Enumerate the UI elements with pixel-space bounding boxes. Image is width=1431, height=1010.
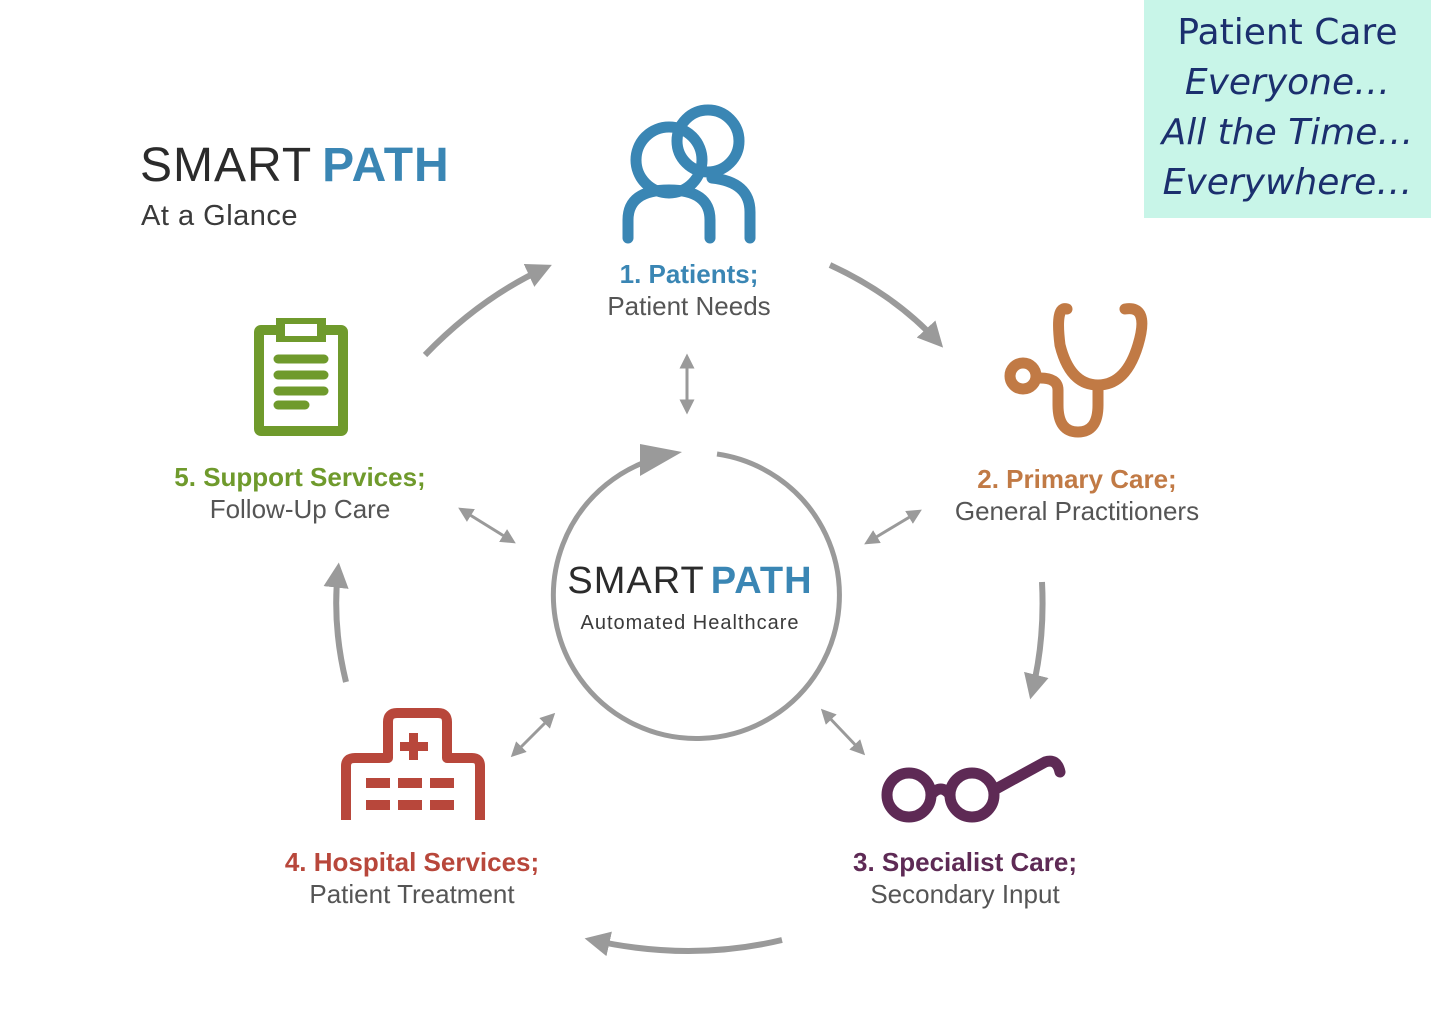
connector-3 xyxy=(820,708,866,756)
cycle-arrow-1-to-2 xyxy=(828,262,944,348)
cycle-arrow-5-to-1 xyxy=(422,263,552,358)
step-title: 2. Primary Care; xyxy=(977,464,1177,494)
center-word-path: PATH xyxy=(710,560,813,602)
cycle-arrow-2-to-3 xyxy=(1024,581,1049,700)
step-subtitle: Secondary Input xyxy=(870,879,1060,909)
step-hospital-services: 4. Hospital Services; Patient Treatment xyxy=(262,846,562,910)
connector-2 xyxy=(864,509,922,545)
brand-subtitle: At a Glance xyxy=(141,200,299,232)
patients-icon xyxy=(622,104,756,244)
clipboard-icon xyxy=(254,318,348,436)
step-support-services: 5. Support Services; Follow-Up Care xyxy=(160,461,440,525)
step-specialist-care: 3. Specialist Care; Secondary Input xyxy=(835,846,1095,910)
step-subtitle: Follow-Up Care xyxy=(209,494,391,524)
step-title: 1. Patients; xyxy=(619,259,759,289)
step-title: 5. Support Services; xyxy=(174,462,426,492)
brand-word-smart: SMART xyxy=(140,139,313,192)
center-word-smart: SMART xyxy=(567,560,705,602)
tagline-line-4: Everywhere… xyxy=(1162,162,1413,203)
tagline-line-2: Everyone… xyxy=(1184,62,1391,103)
step-patients: 1. Patients; Patient Needs xyxy=(589,258,789,322)
tagline-line-1: Patient Care xyxy=(1177,12,1398,53)
center-subtitle: Automated Healthcare xyxy=(580,612,800,634)
connector-4 xyxy=(510,712,556,758)
step-subtitle: Patient Treatment xyxy=(309,879,515,909)
step-primary-care: 2. Primary Care; General Practitioners xyxy=(937,463,1217,527)
step-subtitle: General Practitioners xyxy=(954,496,1200,526)
step-subtitle: Patient Needs xyxy=(607,291,771,321)
cycle-arrow-4-to-5 xyxy=(323,562,349,683)
glasses-icon xyxy=(881,755,1066,823)
center-circle xyxy=(550,451,842,742)
brand-word-path: PATH xyxy=(322,139,450,192)
step-title: 4. Hospital Services; xyxy=(284,847,540,877)
hospital-icon xyxy=(341,708,485,820)
connector-5 xyxy=(458,507,516,544)
center-circle-arrowhead xyxy=(640,444,682,476)
step-title: 3. Specialist Care; xyxy=(853,847,1077,877)
tagline-line-3: All the Time… xyxy=(1161,112,1414,153)
tagline-box: Patient Care Everyone… All the Time… Eve… xyxy=(1144,0,1431,218)
cycle-arrow-3-to-4 xyxy=(584,931,783,957)
stethoscope-icon xyxy=(1004,303,1148,438)
